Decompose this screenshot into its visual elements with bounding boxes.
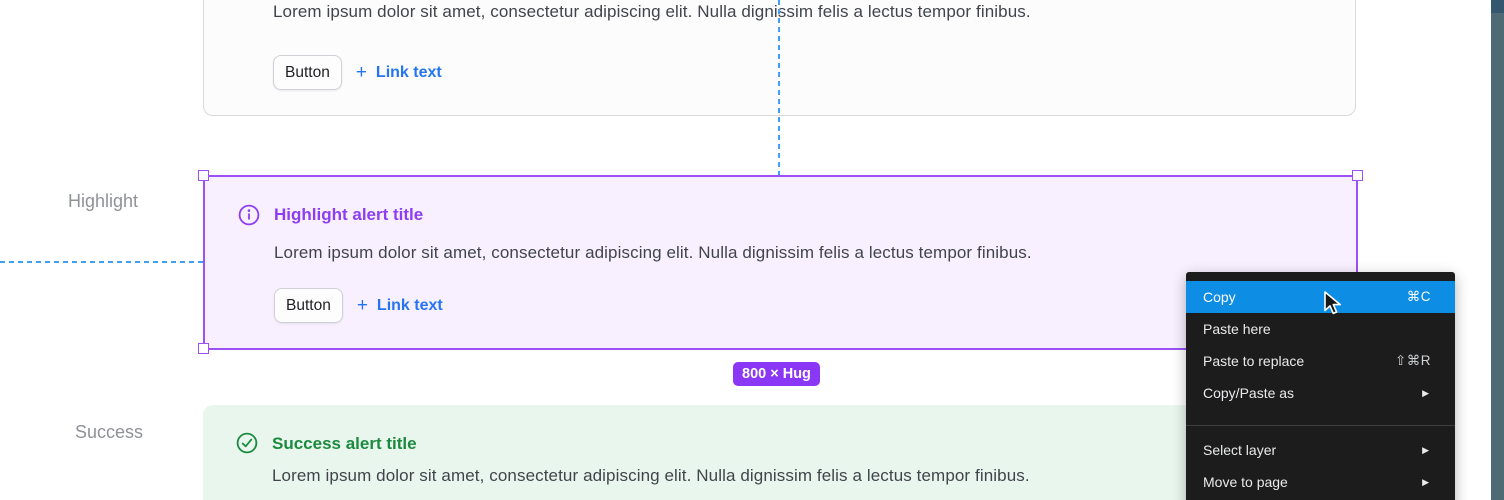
adjacent-window-edge-top — [1491, 0, 1504, 13]
alert-title: Success alert title — [272, 434, 417, 453]
selection-size-badge: 800 × Hug — [733, 362, 820, 386]
alert-button[interactable]: Button — [274, 288, 343, 323]
row-label-success: Success — [75, 422, 144, 442]
selection-handle-top-left[interactable] — [198, 170, 209, 181]
horizontal-guide-line — [0, 261, 203, 263]
menu-item-paste-here[interactable]: Paste here — [1186, 313, 1455, 345]
adjacent-window-edge — [1491, 0, 1504, 500]
info-icon — [238, 204, 260, 226]
alert-link[interactable]: + Link text — [356, 63, 442, 82]
vertical-guide-line — [778, 0, 780, 175]
plus-icon: + — [356, 295, 368, 316]
menu-separator — [1186, 425, 1455, 426]
context-menu: Copy ⌘C Paste here Paste to replace ⇧⌘R … — [1186, 272, 1455, 500]
submenu-arrow-icon: ▶ — [1422, 476, 1429, 487]
selection-handle-top-right[interactable] — [1352, 170, 1363, 181]
alert-card-highlight-selected[interactable]: Highlight alert title Lorem ipsum dolor … — [203, 175, 1358, 350]
alert-body-text: Lorem ipsum dolor sit amet, consectetur … — [272, 466, 1030, 485]
menu-item-copy-paste-as[interactable]: Copy/Paste as ▶ — [1186, 377, 1455, 409]
alert-body-text: Lorem ipsum dolor sit amet, consectetur … — [274, 243, 1032, 262]
alert-card-success[interactable]: Success alert title Lorem ipsum dolor si… — [203, 405, 1357, 500]
menu-shortcut: ⌘C — [1406, 289, 1431, 304]
menu-item-label: Copy — [1203, 289, 1236, 305]
row-label-highlight: Highlight — [68, 191, 139, 211]
plus-icon: + — [355, 62, 367, 83]
menu-item-select-layer[interactable]: Select layer ▶ — [1186, 434, 1455, 466]
link-label: Link text — [375, 63, 442, 81]
menu-item-label: Move to page — [1203, 474, 1288, 490]
mouse-cursor-icon — [1322, 291, 1346, 322]
submenu-arrow-icon: ▶ — [1422, 387, 1429, 398]
menu-shortcut: ⇧⌘R — [1394, 353, 1431, 368]
menu-item-label: Paste to replace — [1203, 353, 1305, 369]
menu-item-label: Select layer — [1203, 442, 1277, 458]
submenu-arrow-icon: ▶ — [1422, 444, 1429, 455]
alert-button[interactable]: Button — [273, 55, 342, 90]
menu-item-label: Copy/Paste as — [1203, 385, 1295, 401]
menu-item-move-to-page[interactable]: Move to page ▶ — [1186, 466, 1455, 498]
menu-item-copy[interactable]: Copy ⌘C — [1186, 281, 1455, 313]
alert-title: Highlight alert title — [274, 205, 424, 224]
link-label: Link text — [376, 296, 443, 314]
menu-item-label: Paste here — [1203, 321, 1271, 337]
alert-body-text: Lorem ipsum dolor sit amet, consectetur … — [273, 2, 1031, 21]
alert-link[interactable]: + Link text — [357, 296, 443, 315]
selection-handle-bottom-left[interactable] — [198, 343, 209, 354]
check-icon — [236, 432, 258, 454]
menu-item-paste-to-replace[interactable]: Paste to replace ⇧⌘R — [1186, 345, 1455, 377]
